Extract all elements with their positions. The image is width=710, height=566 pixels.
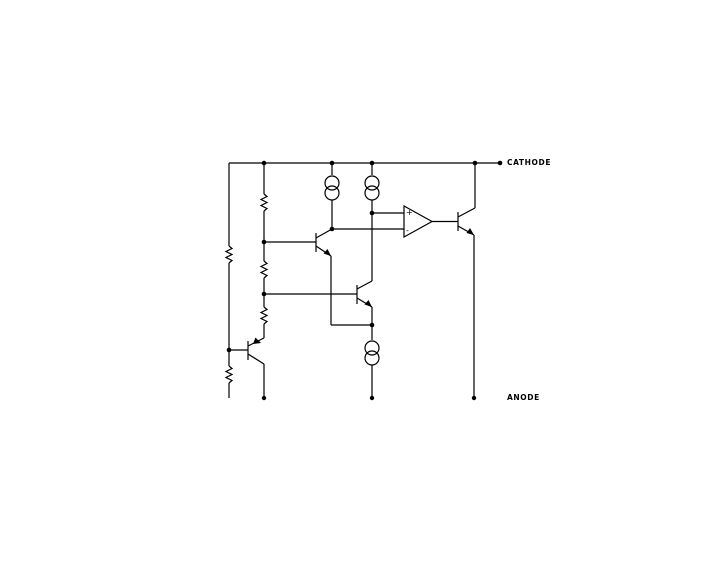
resistor-r2 bbox=[224, 365, 234, 384]
emitter-arrow bbox=[323, 249, 331, 256]
transistor-q3 bbox=[457, 163, 476, 398]
emitter-arrow bbox=[253, 337, 261, 344]
opamp-triangle bbox=[403, 204, 434, 239]
transistor-q5 bbox=[229, 337, 265, 398]
current-source-i3 bbox=[364, 340, 380, 398]
cathode-rail bbox=[229, 160, 503, 166]
current-source-i1 bbox=[324, 163, 340, 229]
transistor-q1 bbox=[264, 228, 372, 326]
emitter-arrow bbox=[364, 300, 372, 307]
resistor-r3 bbox=[259, 193, 269, 212]
transistor-q2 bbox=[264, 280, 373, 340]
resistor-r1 bbox=[224, 245, 234, 264]
opamp-minus-sign: - bbox=[406, 226, 409, 235]
resistor-ladder bbox=[259, 163, 269, 338]
bottom-terminals bbox=[261, 395, 477, 401]
cathode-label: CATHODE bbox=[507, 158, 551, 167]
junction-dots bbox=[226, 160, 478, 353]
anode-label: ANODE bbox=[507, 393, 540, 402]
opamp: + - bbox=[403, 204, 458, 239]
emitter-arrow bbox=[466, 228, 474, 235]
left-divider bbox=[224, 163, 234, 398]
anode-terminal bbox=[471, 395, 477, 401]
terminal-dot bbox=[369, 395, 375, 401]
resistor-r4 bbox=[259, 260, 269, 279]
resistor-r5 bbox=[259, 306, 269, 325]
opamp-plus-sign: + bbox=[406, 208, 413, 217]
cathode-terminal bbox=[497, 160, 503, 166]
terminal-dot bbox=[261, 395, 267, 401]
opamp-input-wires bbox=[332, 212, 404, 230]
current-source-i2 bbox=[364, 163, 380, 281]
